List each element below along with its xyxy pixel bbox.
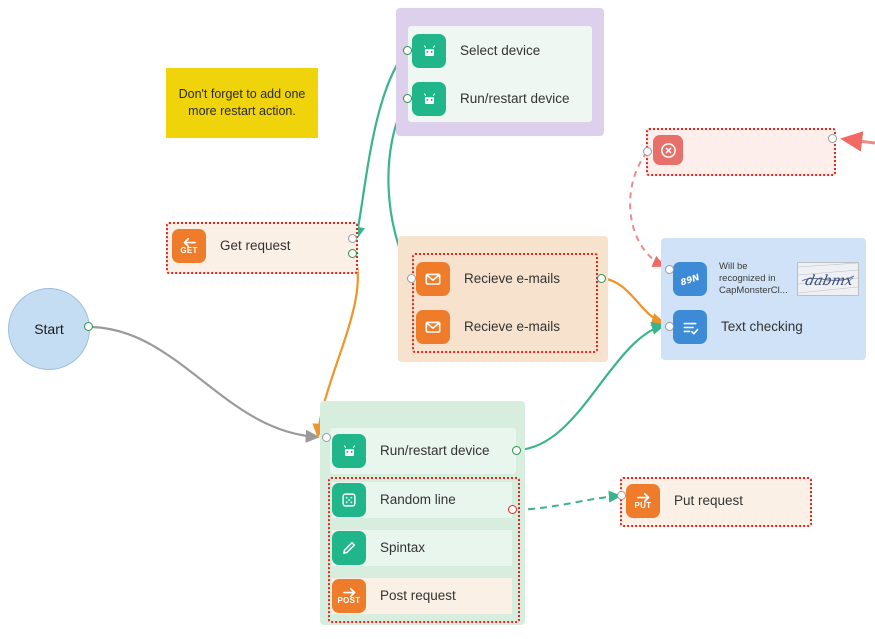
run-restart-device-bottom-output-port[interactable]	[512, 446, 521, 455]
capmonster-icon: 89N	[673, 262, 707, 296]
android-icon	[332, 434, 366, 468]
captcha-thumbnail-image: dabmx	[797, 262, 859, 296]
node-text-checking-label: Text checking	[721, 319, 803, 335]
node-get-request-label: Get request	[220, 238, 291, 254]
node-spintax-label: Spintax	[380, 540, 426, 556]
capmonster-input-port[interactable]	[665, 265, 674, 274]
android-actions-selection[interactable]	[328, 477, 520, 623]
run-restart-device-bottom-input-port[interactable]	[322, 433, 331, 442]
node-select-device-label: Select device	[460, 43, 541, 59]
recieve-emails-output-port[interactable]	[597, 274, 606, 283]
node-put-request[interactable]: PUT Put request	[626, 483, 802, 519]
android-icon	[412, 82, 446, 116]
put-request-verb: PUT	[634, 501, 652, 510]
svg-text:dabmx: dabmx	[804, 273, 855, 289]
error-block-input-port[interactable]	[643, 147, 652, 156]
recieve-emails-selection[interactable]	[412, 253, 598, 353]
node-run-restart-device-top-label: Run/restart device	[460, 91, 570, 107]
put-request-input-port[interactable]	[617, 491, 626, 500]
node-recieve-emails-2-label: Recieve e-mails	[464, 319, 561, 335]
sticky-note-text: Don't forget to add one more restart act…	[178, 87, 306, 118]
node-post-request[interactable]: POST Post request	[332, 578, 512, 614]
text-check-icon	[673, 310, 707, 344]
node-text-checking[interactable]: Text checking	[673, 309, 859, 345]
envelope-icon	[416, 310, 450, 344]
svg-text:89N: 89N	[679, 273, 701, 289]
start-node-label: Start	[34, 321, 64, 337]
node-capmonster-label: Will be recognized in CapMonsterCl...	[719, 260, 788, 297]
node-random-line[interactable]: Random line	[332, 482, 512, 518]
sticky-note[interactable]: Don't forget to add one more restart act…	[166, 68, 318, 138]
node-select-device[interactable]: Select device	[412, 33, 588, 69]
wire-random-line-to-put-request	[515, 490, 622, 511]
node-recieve-emails-2[interactable]: Recieve e-mails	[416, 309, 590, 345]
node-random-line-label: Random line	[380, 492, 456, 508]
start-output-port[interactable]	[84, 322, 93, 331]
node-capmonster[interactable]: 89N Will be recognized in CapMonsterCl..…	[673, 257, 859, 301]
node-run-restart-device-bottom-label: Run/restart device	[380, 443, 490, 459]
dice-icon	[332, 483, 366, 517]
wire-recieve-emails-to-text-checking	[601, 276, 666, 326]
pencil-icon	[332, 531, 366, 565]
error-block-output-port[interactable]	[828, 134, 837, 143]
put-request-icon: PUT	[626, 484, 660, 518]
get-request-icon: GET	[172, 229, 206, 263]
get-request-verb: GET	[180, 246, 198, 255]
node-error-block[interactable]	[653, 134, 825, 166]
node-run-restart-device-top[interactable]: Run/restart device	[412, 81, 588, 117]
wire-start-to-run-restart	[91, 325, 320, 443]
run-restart-device-top-output-port[interactable]	[403, 94, 412, 103]
node-recieve-emails-1-label: Recieve e-mails	[464, 271, 561, 287]
select-device-output-port[interactable]	[403, 46, 412, 55]
node-put-request-label: Put request	[674, 493, 744, 509]
get-request-input-port[interactable]	[348, 234, 357, 243]
get-request-output-port[interactable]	[348, 249, 357, 258]
random-line-output-port[interactable]	[508, 505, 517, 514]
recieve-emails-input-port[interactable]	[407, 274, 416, 283]
start-node[interactable]: Start	[8, 288, 90, 370]
error-circle-icon	[653, 135, 683, 165]
node-recieve-emails-1[interactable]: Recieve e-mails	[416, 261, 590, 297]
node-post-request-label: Post request	[380, 588, 456, 604]
node-get-request[interactable]: GET Get request	[172, 228, 348, 264]
post-request-verb: POST	[337, 596, 361, 605]
wire-external-to-error	[840, 131, 875, 152]
android-icon	[412, 34, 446, 68]
post-request-icon: POST	[332, 579, 366, 613]
node-spintax[interactable]: Spintax	[332, 530, 512, 566]
envelope-icon	[416, 262, 450, 296]
node-run-restart-device-bottom[interactable]: Run/restart device	[332, 433, 514, 469]
text-checking-input-port[interactable]	[665, 322, 674, 331]
